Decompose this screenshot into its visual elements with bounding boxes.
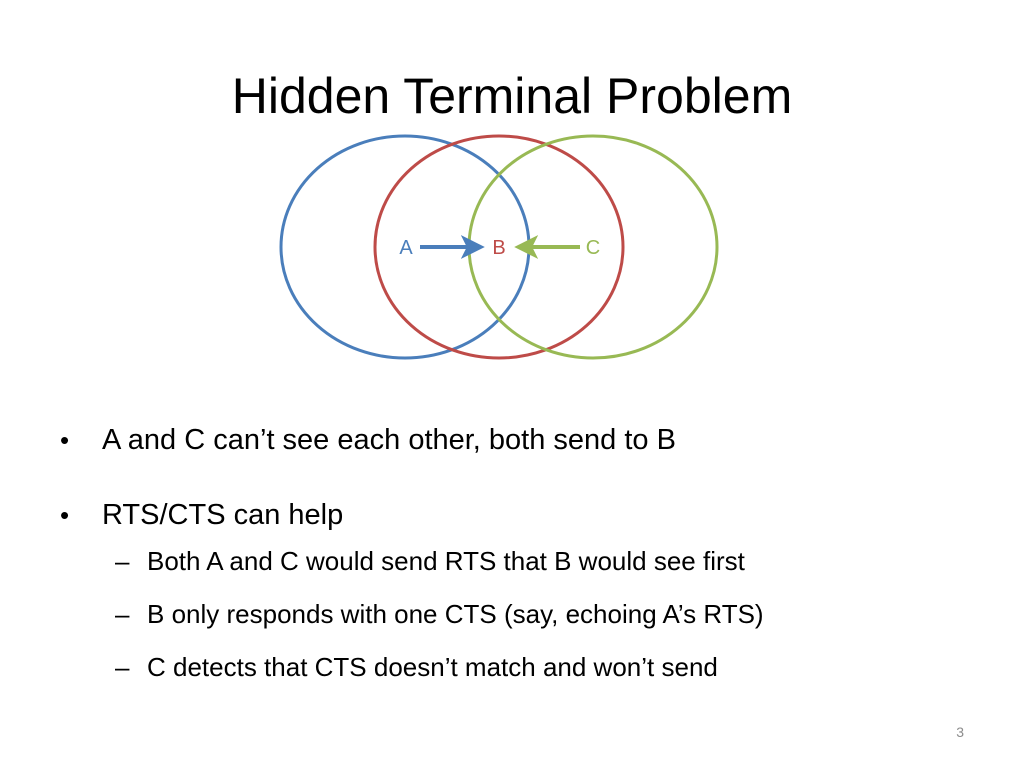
subbullet-text: B only responds with one CTS (say, echoi… <box>147 599 764 629</box>
node-label-b: B <box>492 237 505 259</box>
node-label-c: C <box>586 237 600 259</box>
bullet-marker: • <box>60 500 70 530</box>
subbullet-text: Both A and C would send RTS that B would… <box>147 546 745 576</box>
dash-marker: – <box>115 599 130 629</box>
subbullet-item: – B only responds with one CTS (say, ech… <box>60 596 960 632</box>
node-label-a: A <box>399 237 413 259</box>
subbullet-item: – Both A and C would send RTS that B wou… <box>60 543 960 579</box>
dash-marker: – <box>115 652 130 682</box>
slide-title: Hidden Terminal Problem <box>231 68 793 124</box>
subbullet-item: – C detects that CTS doesn’t match and w… <box>60 649 960 685</box>
dash-marker: – <box>115 546 130 576</box>
page-number: 3 <box>956 724 964 740</box>
bullet-item: • A and C can’t see each other, both sen… <box>60 420 960 460</box>
subbullet-text: C detects that CTS doesn’t match and won… <box>147 652 718 682</box>
bullet-text: RTS/CTS can help <box>102 499 344 531</box>
bullet-marker: • <box>60 425 70 455</box>
bullet-list: • A and C can’t see each other, both sen… <box>60 420 960 702</box>
range-circle-b <box>373 134 625 360</box>
bullet-text: A and C can’t see each other, both send … <box>102 424 676 456</box>
bullet-item: • RTS/CTS can help <box>60 495 960 535</box>
